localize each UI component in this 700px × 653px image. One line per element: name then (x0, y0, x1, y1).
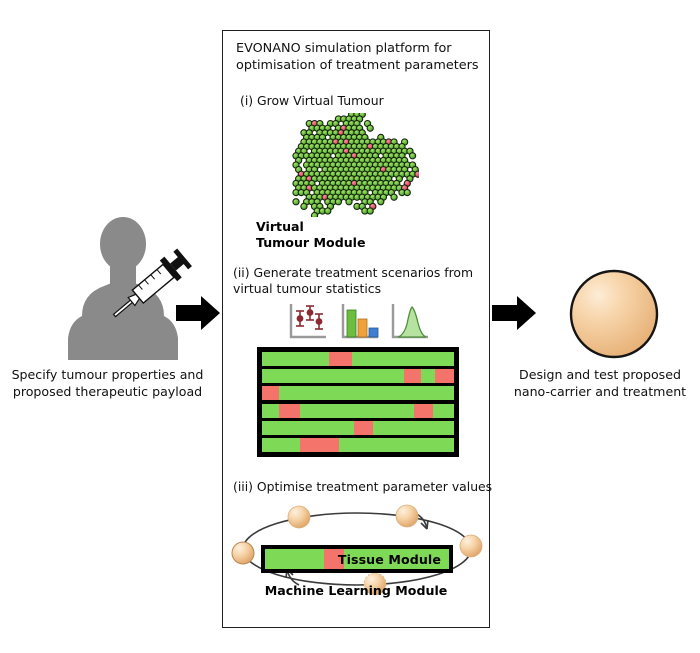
tumour-cell (366, 207, 374, 215)
virtual-tumour-module-line2: Tumour Module (256, 235, 366, 250)
tissue-module-label: Tissue Module (337, 551, 441, 567)
tissue-module-inner: Tissue Module (265, 549, 449, 569)
tissue-tumour-segment (434, 369, 454, 384)
right-caption: Design and test proposed nano-carrier an… (500, 366, 700, 400)
step-ii-line1: (ii) Generate treatment scenarios from (233, 265, 474, 280)
tumour-cell (403, 188, 411, 197)
left-caption: Specify tumour properties and proposed t… (0, 366, 215, 400)
tissue-row (262, 386, 454, 401)
machine-learning-module-label: Machine Learning Module (223, 583, 489, 599)
tissue-tumour-segment (262, 386, 280, 401)
tissue-tumour-segment (279, 403, 301, 418)
machine-learning-loop (231, 504, 483, 596)
tumour-cell (334, 198, 343, 206)
tissue-row (262, 369, 454, 384)
right-arrow-icon-right (492, 296, 536, 330)
tissue-module-tumour-segment (323, 549, 345, 569)
tissue-row (262, 352, 454, 366)
virtual-tumour-cell-cluster (292, 113, 419, 217)
step-ii-label: (ii) Generate treatment scenarios from v… (233, 265, 483, 297)
bar-chart (341, 304, 379, 339)
tissue-tumour-segment (300, 437, 339, 452)
tumour-cell (345, 198, 353, 206)
left-caption-line2: proposed therapeutic payload (12, 384, 203, 399)
distribution-chart (391, 304, 428, 339)
tissue-tumour-segment (404, 369, 422, 384)
tumour-statistics-charts (285, 301, 433, 345)
evonano-platform-panel: EVONANO simulation platform for optimisa… (222, 30, 493, 628)
tumour-cell (300, 202, 308, 211)
patient-with-syringe-icon (68, 217, 192, 360)
step-iii-text: (iii) Optimise treatment parameter value… (233, 479, 493, 494)
tissue-tumour-segment (413, 403, 433, 418)
right-caption-line2: nano-carrier and treatment (513, 384, 687, 399)
virtual-tumour-module-line1: Virtual (256, 219, 304, 234)
tissue-row (262, 420, 454, 435)
panel-title: EVONANO simulation platform for optimisa… (236, 41, 479, 74)
tissue-tumour-segment (329, 352, 353, 366)
step-i-text: (i) Grow Virtual Tumour (240, 93, 384, 108)
panel-title-line2: optimisation of treatment parameters (236, 57, 479, 73)
tumour-cell (366, 124, 374, 132)
step-ii-line2: virtual tumour statistics (233, 281, 382, 296)
errorbar-chart (289, 304, 326, 339)
panel-title-line1: EVONANO simulation platform for (236, 41, 452, 56)
virtual-tumour-module-label: Virtual Tumour Module (256, 219, 366, 251)
tumour-cell (390, 193, 398, 201)
treatment-scenario-grid (257, 347, 459, 457)
step-i-label: (i) Grow Virtual Tumour (240, 93, 480, 109)
tissue-row (262, 437, 454, 452)
tumour-cell (408, 152, 417, 160)
left-caption-line1: Specify tumour properties and (11, 367, 204, 382)
tumour-cell (292, 198, 300, 206)
tissue-row (262, 403, 454, 418)
tumour-cell (377, 198, 385, 206)
tumour-cell-mutant (414, 170, 419, 178)
right-caption-line1: Design and test proposed (519, 367, 681, 382)
tumour-cell (324, 207, 332, 215)
step-iii-label: (iii) Optimise treatment parameter value… (233, 479, 493, 495)
machine-learning-module-text: Machine Learning Module (264, 583, 448, 598)
tumour-cell (310, 211, 319, 217)
tissue-tumour-segment (354, 420, 374, 435)
right-arrow-icon-left (176, 296, 220, 330)
nanocarrier-sphere-icon (569, 269, 659, 359)
tissue-module-bar: Tissue Module (261, 545, 453, 573)
